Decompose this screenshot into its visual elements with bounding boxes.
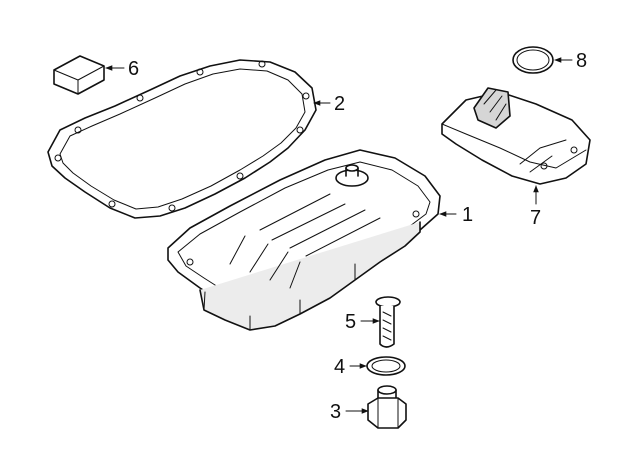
callout-4: 4 bbox=[334, 356, 345, 378]
o-ring-part bbox=[512, 46, 554, 74]
callout-2: 2 bbox=[334, 93, 345, 115]
filter-part bbox=[441, 87, 591, 185]
drain-plug-part bbox=[367, 385, 407, 429]
leader-lines bbox=[105, 57, 573, 414]
gasket-part bbox=[47, 59, 317, 219]
callout-3: 3 bbox=[330, 401, 341, 423]
callout-8: 8 bbox=[576, 50, 587, 72]
block-part bbox=[53, 55, 105, 95]
callout-5: 5 bbox=[345, 311, 356, 333]
bolt-part bbox=[375, 296, 401, 348]
callout-6: 6 bbox=[128, 58, 139, 80]
washer-part bbox=[366, 356, 406, 376]
callout-7: 7 bbox=[530, 207, 541, 229]
oil-pan-part bbox=[167, 149, 441, 331]
callout-1: 1 bbox=[462, 204, 473, 226]
